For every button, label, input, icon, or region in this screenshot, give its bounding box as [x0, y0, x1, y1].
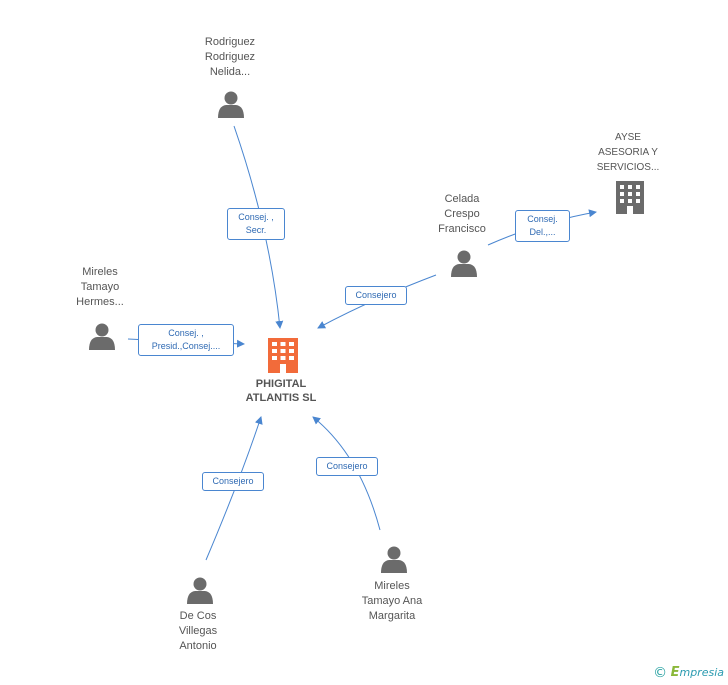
name-line: Crespo	[444, 208, 480, 220]
node-label-mireles-hermes[interactable]: Mireles Tamayo Hermes...	[54, 265, 146, 310]
name-line: PHIGITAL	[255, 378, 307, 390]
name-line: Hermes...	[76, 296, 124, 308]
role-line: Presid.,Consej....	[151, 341, 221, 351]
node-label-ayse[interactable]: AYSE ASESORIA Y SERVICIOS...	[582, 130, 674, 175]
name-line: Mireles	[374, 580, 410, 592]
role-line: Del.,...	[529, 227, 556, 237]
node-label-rodriguez[interactable]: Rodriguez Rodriguez Nelida...	[184, 35, 276, 80]
edge-label-mireles-hermes[interactable]: Consej. , Presid.,Consej....	[138, 324, 234, 356]
name-line: Francisco	[438, 223, 486, 235]
edge-label-rodriguez[interactable]: Consej. , Secr.	[227, 208, 285, 240]
footer-brand[interactable]: © Empresia	[653, 665, 724, 681]
role-line: Consej.	[527, 214, 558, 224]
role-line: Consej. ,	[168, 328, 204, 338]
role-line: Consejero	[212, 476, 254, 486]
role-line: Secr.	[245, 225, 267, 235]
name-line: Tamayo	[80, 281, 120, 293]
copyright-icon: ©	[653, 665, 668, 681]
name-line: Rodriguez	[204, 36, 256, 48]
center-company-label[interactable]: PHIGITAL ATLANTIS SL	[226, 377, 336, 405]
name-line: Rodriguez	[204, 51, 256, 63]
name-line: Antonio	[179, 640, 217, 652]
node-label-celada[interactable]: Celada Crespo Francisco	[416, 192, 508, 237]
name-line: Villegas	[178, 625, 218, 637]
edge-label-mireles-ana[interactable]: Consejero	[316, 457, 378, 476]
name-line: Mireles	[82, 266, 118, 278]
name-line: ASESORIA Y	[598, 147, 658, 158]
person-icon[interactable]	[451, 250, 477, 278]
role-line: Consejero	[355, 290, 397, 300]
name-line: SERVICIOS...	[596, 162, 660, 173]
person-icon[interactable]	[89, 323, 115, 351]
role-line: Consej. ,	[238, 212, 274, 222]
name-line: De Cos	[179, 610, 217, 622]
edge-label-celada-ayse[interactable]: Consej. Del.,...	[515, 210, 570, 242]
name-line: Margarita	[368, 610, 416, 622]
building-icon[interactable]	[616, 181, 644, 214]
node-label-mireles-ana[interactable]: Mireles Tamayo Ana Margarita	[346, 579, 438, 624]
role-line: Consejero	[326, 461, 368, 471]
name-line: ATLANTIS SL	[245, 392, 317, 404]
person-icon[interactable]	[381, 546, 407, 574]
brand-rest: mpresia	[679, 666, 724, 679]
edge-label-decos[interactable]: Consejero	[202, 472, 264, 491]
brand-initial: E	[670, 665, 680, 680]
edge-label-celada-center[interactable]: Consejero	[345, 286, 407, 305]
brand-logo: Empresia	[670, 665, 724, 680]
node-label-decos[interactable]: De Cos Villegas Antonio	[152, 609, 244, 654]
center-building-icon[interactable]	[268, 338, 298, 373]
name-line: Tamayo Ana	[361, 595, 423, 607]
name-line: AYSE	[615, 132, 641, 143]
name-line: Celada	[444, 193, 480, 205]
person-icon[interactable]	[218, 91, 244, 119]
name-line: Nelida...	[209, 66, 251, 78]
person-icon[interactable]	[187, 577, 213, 605]
